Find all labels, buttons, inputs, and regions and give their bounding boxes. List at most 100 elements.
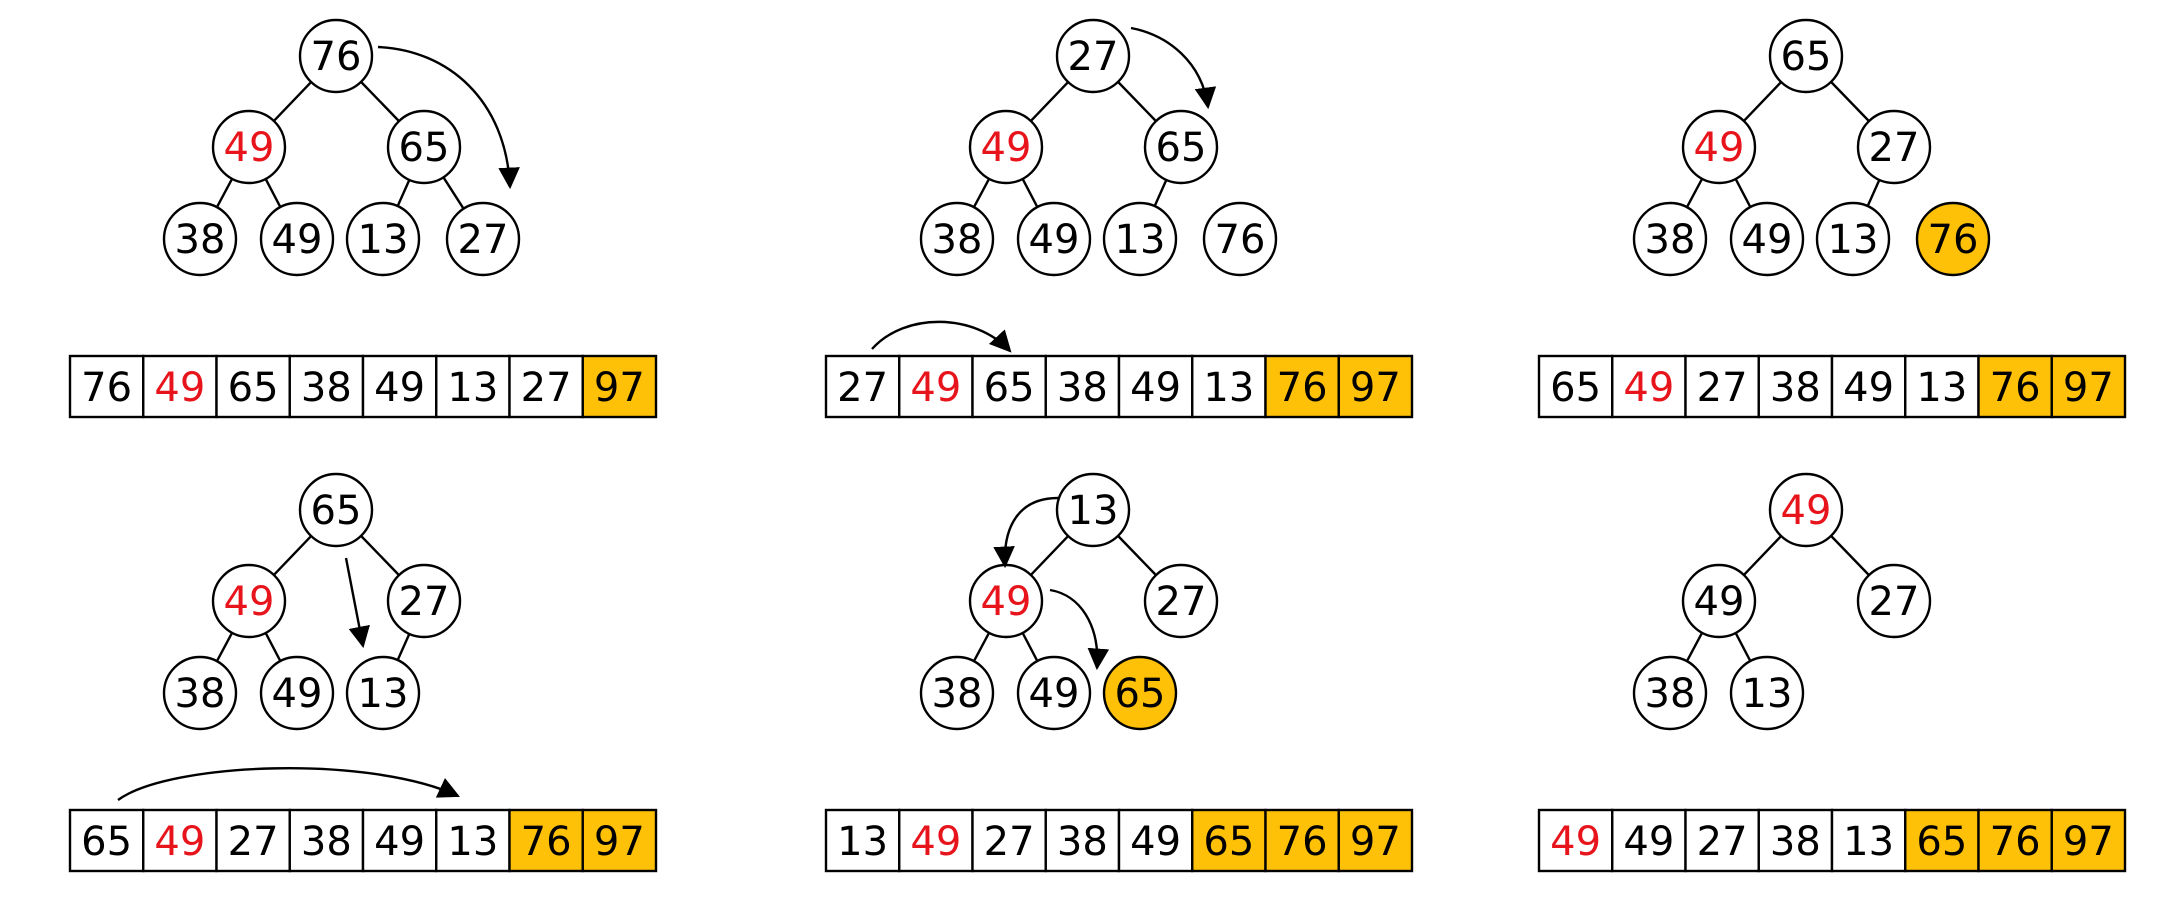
array-cell [1977,354,2053,419]
array-cell-value: 65 [228,365,279,411]
tree-edge [215,178,234,208]
tree-node-circle [1856,563,1932,639]
tree-edge [264,632,282,662]
tree-node: 13 [345,655,421,731]
array-cell-value: 49 [1843,365,1894,411]
array-cell [1337,354,1414,419]
array-cell [1611,808,1687,873]
array-cell [1757,808,1834,873]
tree-node-value: 38 [1645,217,1696,263]
tree-node-circle [1016,201,1092,277]
tree-edge [1030,535,1069,576]
array-cell-value: 97 [2063,365,2114,411]
array-cell [1684,354,1760,419]
tree-edge [1030,81,1069,122]
array-cell-value: 49 [1623,819,1674,865]
tree-node: 49 [1016,655,1092,731]
tree-node-value: 76 [1928,217,1979,263]
tree-node-circle [386,109,462,185]
tree-edge [1117,81,1157,122]
array-cell-value: 27 [837,365,888,411]
tree-edge [215,632,234,662]
array-cell [1191,808,1267,873]
array-cell [1337,808,1414,873]
tree-node-circle [1729,655,1805,731]
tree-edge [1021,178,1039,208]
tree-node: 38 [162,655,238,731]
tree-node-circle [919,201,995,277]
array-cell-value: 38 [301,365,352,411]
tree-edge [396,179,411,207]
tree-edge [972,632,991,662]
tree-node-value: 49 [224,579,275,625]
array-cell [361,354,438,419]
tree-node-value: 65 [1781,34,1832,80]
tree-edge [1021,632,1039,662]
tree-node-value: 13 [1068,488,1119,534]
tree-edge [442,176,465,210]
array-cell-value: 49 [910,365,961,411]
tree-node-value: 38 [175,217,226,263]
array-cell [1044,808,1121,873]
tree-node-circle [1915,201,1991,277]
array-cell-value: 49 [1623,365,1674,411]
tree-node: 38 [1632,201,1708,277]
array-cell-value: 38 [301,819,352,865]
array-cell-value: 27 [984,819,1035,865]
array-cell-value: 49 [1130,365,1181,411]
array-cell [581,808,658,873]
array-cell-value: 97 [594,365,645,411]
tree-node-value: 49 [981,579,1032,625]
tree-node: 13 [1102,201,1178,277]
tree-node-value: 49 [981,125,1032,171]
tree-node-circle [259,201,335,277]
tree-node-value: 27 [1068,34,1119,80]
array-cell [1044,354,1121,419]
tree-node-circle [386,563,462,639]
array-cell-value: 76 [521,819,572,865]
tree-node: 49 [1768,472,1844,548]
swap-arrow [871,320,1012,353]
array-cell [824,354,901,419]
array-cell [1191,354,1267,419]
array-cell [68,808,145,873]
tree-node-value: 27 [458,217,509,263]
array-cell-value: 27 [1697,365,1748,411]
tree-node-circle [1143,563,1219,639]
tree-node: 65 [298,472,374,548]
swap-arrow [1130,26,1217,110]
array-cell [288,354,365,419]
tree-node-value: 49 [272,671,323,717]
tree-node-circle [1856,109,1932,185]
tree-node-circle [162,655,238,731]
tree-node: 49 [259,655,335,731]
tree-node-circle [1016,655,1092,731]
tree-node-value: 76 [311,34,362,80]
tree-node-value: 49 [1029,671,1080,717]
tree-edge [1743,535,1782,576]
tree-node-circle [1102,201,1178,277]
tree-node-circle [445,201,521,277]
array-cell [215,354,291,419]
array-cell-value: 97 [2063,819,2114,865]
tree-node-value: 13 [1742,671,1793,717]
tree-node-circle [1632,201,1708,277]
tree-node-value: 27 [1156,579,1207,625]
tree-node-circle [1102,655,1178,731]
array-cell-value: 49 [154,819,205,865]
array-cell-value: 49 [910,819,961,865]
array-cell-value: 49 [1550,819,1601,865]
tree-edge [1117,535,1157,576]
tree-node-circle [1681,563,1757,639]
tree-edge [1153,179,1168,207]
tree-node-circle [1815,201,1891,277]
tree-node: 65 [386,109,462,185]
tree-node: 13 [1815,201,1891,277]
array-cell-value: 49 [154,365,205,411]
